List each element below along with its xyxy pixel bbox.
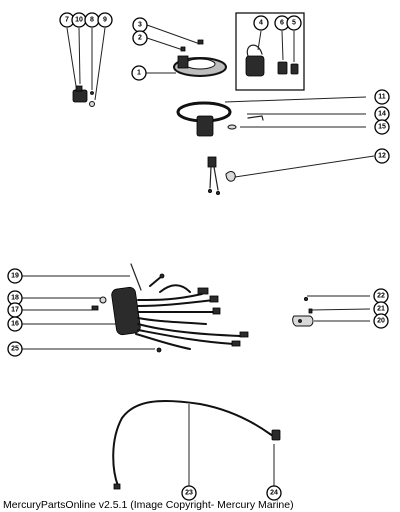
svg-text:14: 14: [378, 111, 386, 118]
coil-kit-group: [235, 12, 305, 91]
svg-text:25: 25: [11, 346, 19, 353]
callout-16: 16: [7, 316, 23, 332]
svg-text:23: 23: [185, 490, 193, 497]
svg-text:12: 12: [378, 153, 386, 160]
rectifier-group: [207, 155, 375, 195]
svg-text:9: 9: [103, 17, 107, 24]
callout-17: 17: [7, 302, 23, 318]
svg-text:20: 20: [377, 318, 385, 325]
callout-14: 14: [374, 106, 390, 122]
stator-group: [146, 24, 227, 77]
svg-text:11: 11: [378, 94, 386, 101]
coil-part: [245, 55, 265, 77]
coil-kit-box: [235, 12, 305, 91]
ground-wire-group: [112, 399, 281, 490]
ground-wire-part: [112, 399, 271, 487]
terminal-block-part: [72, 89, 88, 103]
ground-clip-group: [292, 295, 371, 327]
svg-text:16: 16: [11, 321, 19, 328]
terminal-block-group: [66, 27, 106, 107]
svg-text:24: 24: [270, 490, 278, 497]
callout-1: 1: [131, 65, 147, 81]
callout-11: 11: [374, 89, 390, 105]
callout-19: 19: [7, 268, 23, 284]
svg-text:22: 22: [377, 293, 385, 300]
callout-2: 2: [132, 30, 148, 46]
callout-5: 5: [286, 15, 302, 31]
callout-3: 3: [132, 17, 148, 33]
svg-text:1: 1: [137, 70, 141, 77]
svg-text:21: 21: [377, 306, 385, 313]
svg-text:15: 15: [378, 124, 386, 131]
svg-text:19: 19: [11, 273, 19, 280]
callout-8: 8: [84, 12, 100, 28]
callout-22: 22: [373, 288, 389, 304]
svg-text:2: 2: [138, 35, 142, 42]
callout-25: 25: [7, 341, 23, 357]
ground-clip-part: [292, 315, 314, 327]
svg-text:5: 5: [292, 20, 296, 27]
svg-text:6: 6: [280, 20, 284, 27]
callout-12: 12: [374, 148, 390, 164]
callout-15: 15: [374, 119, 390, 135]
callout-20: 20: [373, 313, 389, 329]
callout-23: 23: [181, 485, 197, 501]
callout-9: 9: [97, 12, 113, 28]
callout-24: 24: [266, 485, 282, 501]
callout-21: 21: [373, 301, 389, 317]
svg-text:3: 3: [138, 22, 142, 29]
switch-box-group: [22, 263, 249, 353]
svg-text:8: 8: [90, 17, 94, 24]
svg-text:10: 10: [75, 17, 83, 24]
image-caption: MercuryPartsOnline v2.5.1 (Image Copyrig…: [3, 499, 294, 511]
svg-text:18: 18: [11, 295, 19, 302]
rectifier-part: [207, 156, 217, 168]
trigger-group: [176, 96, 367, 137]
svg-text:17: 17: [11, 307, 19, 314]
switch-box-part: [111, 286, 141, 336]
svg-text:7: 7: [65, 17, 69, 24]
callout-4: 4: [253, 15, 269, 31]
svg-text:4: 4: [259, 20, 263, 27]
callout-10: 10: [71, 12, 87, 28]
